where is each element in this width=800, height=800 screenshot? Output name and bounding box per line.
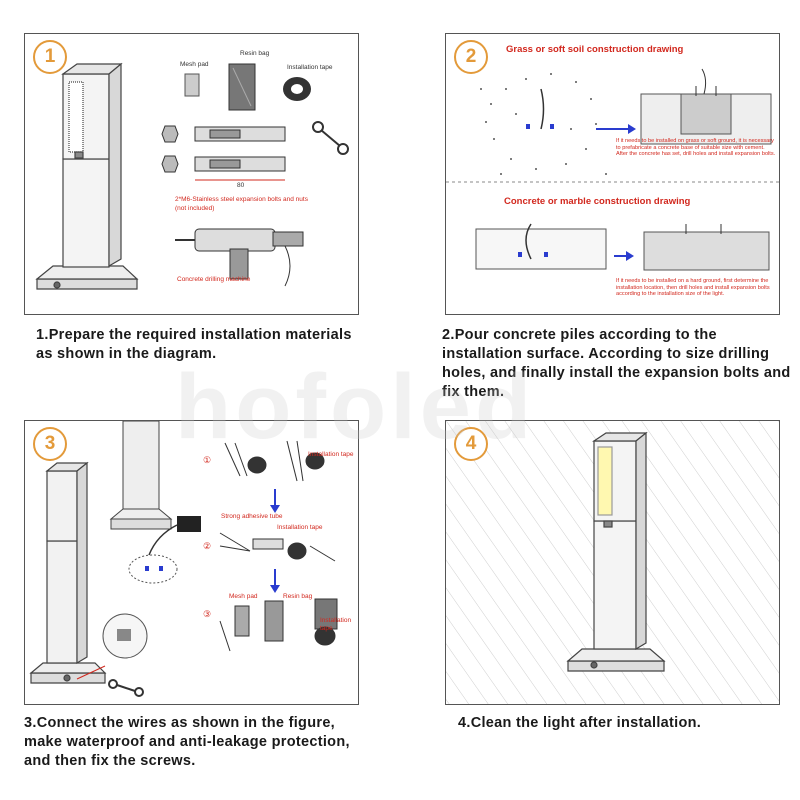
grass-note: If it needs to be installed on grass or …	[616, 138, 776, 158]
bollard-light-icon	[566, 431, 666, 672]
bollard-light-icon	[29, 461, 107, 684]
installation-tape-label-2: Installation tape	[277, 524, 323, 531]
drill-icon	[175, 228, 304, 287]
step-1-marker: ①	[203, 455, 212, 465]
wire-step-2	[219, 532, 336, 562]
wire-step-3	[219, 598, 338, 652]
caption-1: 1.Prepare the required installation mate…	[36, 327, 352, 362]
installation-tape-label-3: Installation tape	[320, 617, 352, 632]
installation-tape-label-1: Installation tape	[308, 451, 354, 458]
caption-3: 3.Connect the wires as shown in the figu…	[24, 715, 350, 769]
caption-4: 4.Clean the light after installation.	[458, 715, 702, 731]
clean-light-illustration	[446, 421, 779, 704]
panel-2: 2 Grass or soft soil construction drawin…	[445, 33, 780, 315]
bolt-dimension-label: 80	[237, 182, 245, 189]
wiring-illustration	[29, 421, 338, 697]
bolts-label: 2*M6-Stainless steel expansion bolts and…	[175, 196, 308, 203]
wire-step-1	[224, 440, 325, 482]
mesh-pad-icon	[184, 73, 200, 97]
step-badge-2: 2	[454, 40, 488, 74]
wrench-icon	[312, 121, 349, 155]
installation-tape-label: Installation tape	[287, 64, 333, 71]
grass-heading: Grass or soft soil construction drawing	[506, 44, 684, 55]
drill-label: Concrete drilling machine	[177, 276, 251, 283]
wrench-icon	[108, 679, 144, 697]
resin-bag-label-3: Resin bag	[283, 593, 313, 600]
bollard-base-closeup	[109, 421, 173, 530]
step-2-marker: ②	[203, 541, 212, 551]
panel-3: 3	[24, 420, 359, 705]
materials-illustration	[35, 62, 349, 290]
tape-roll-icon	[283, 77, 311, 101]
step-badge-1: 1	[33, 40, 67, 74]
resin-bag-label: Resin bag	[240, 50, 270, 57]
soft-ground-diagram	[480, 73, 607, 175]
step-badge-3: 3	[33, 427, 67, 461]
mesh-pad-label: Mesh pad	[180, 61, 209, 68]
bolts-note-label: (not included)	[175, 205, 215, 212]
bollard-light-icon	[35, 62, 139, 290]
concrete-note: If it needs to be installed on a hard gr…	[616, 278, 770, 298]
mesh-pad-label-3: Mesh pad	[229, 593, 258, 600]
strong-tube-label: Strong adhesive tube	[221, 513, 283, 520]
panel-1: 1	[24, 33, 359, 315]
step-3-marker: ③	[203, 609, 212, 619]
expansion-bolt-icon	[161, 125, 286, 181]
connector-icon	[148, 516, 201, 556]
panel-4: 4	[445, 420, 780, 705]
caption-2: 2.Pour concrete piles according to the i…	[442, 327, 791, 400]
step-badge-4: 4	[454, 427, 488, 461]
construction-illustration	[446, 68, 779, 271]
concrete-heading: Concrete or marble construction drawing	[504, 196, 691, 207]
